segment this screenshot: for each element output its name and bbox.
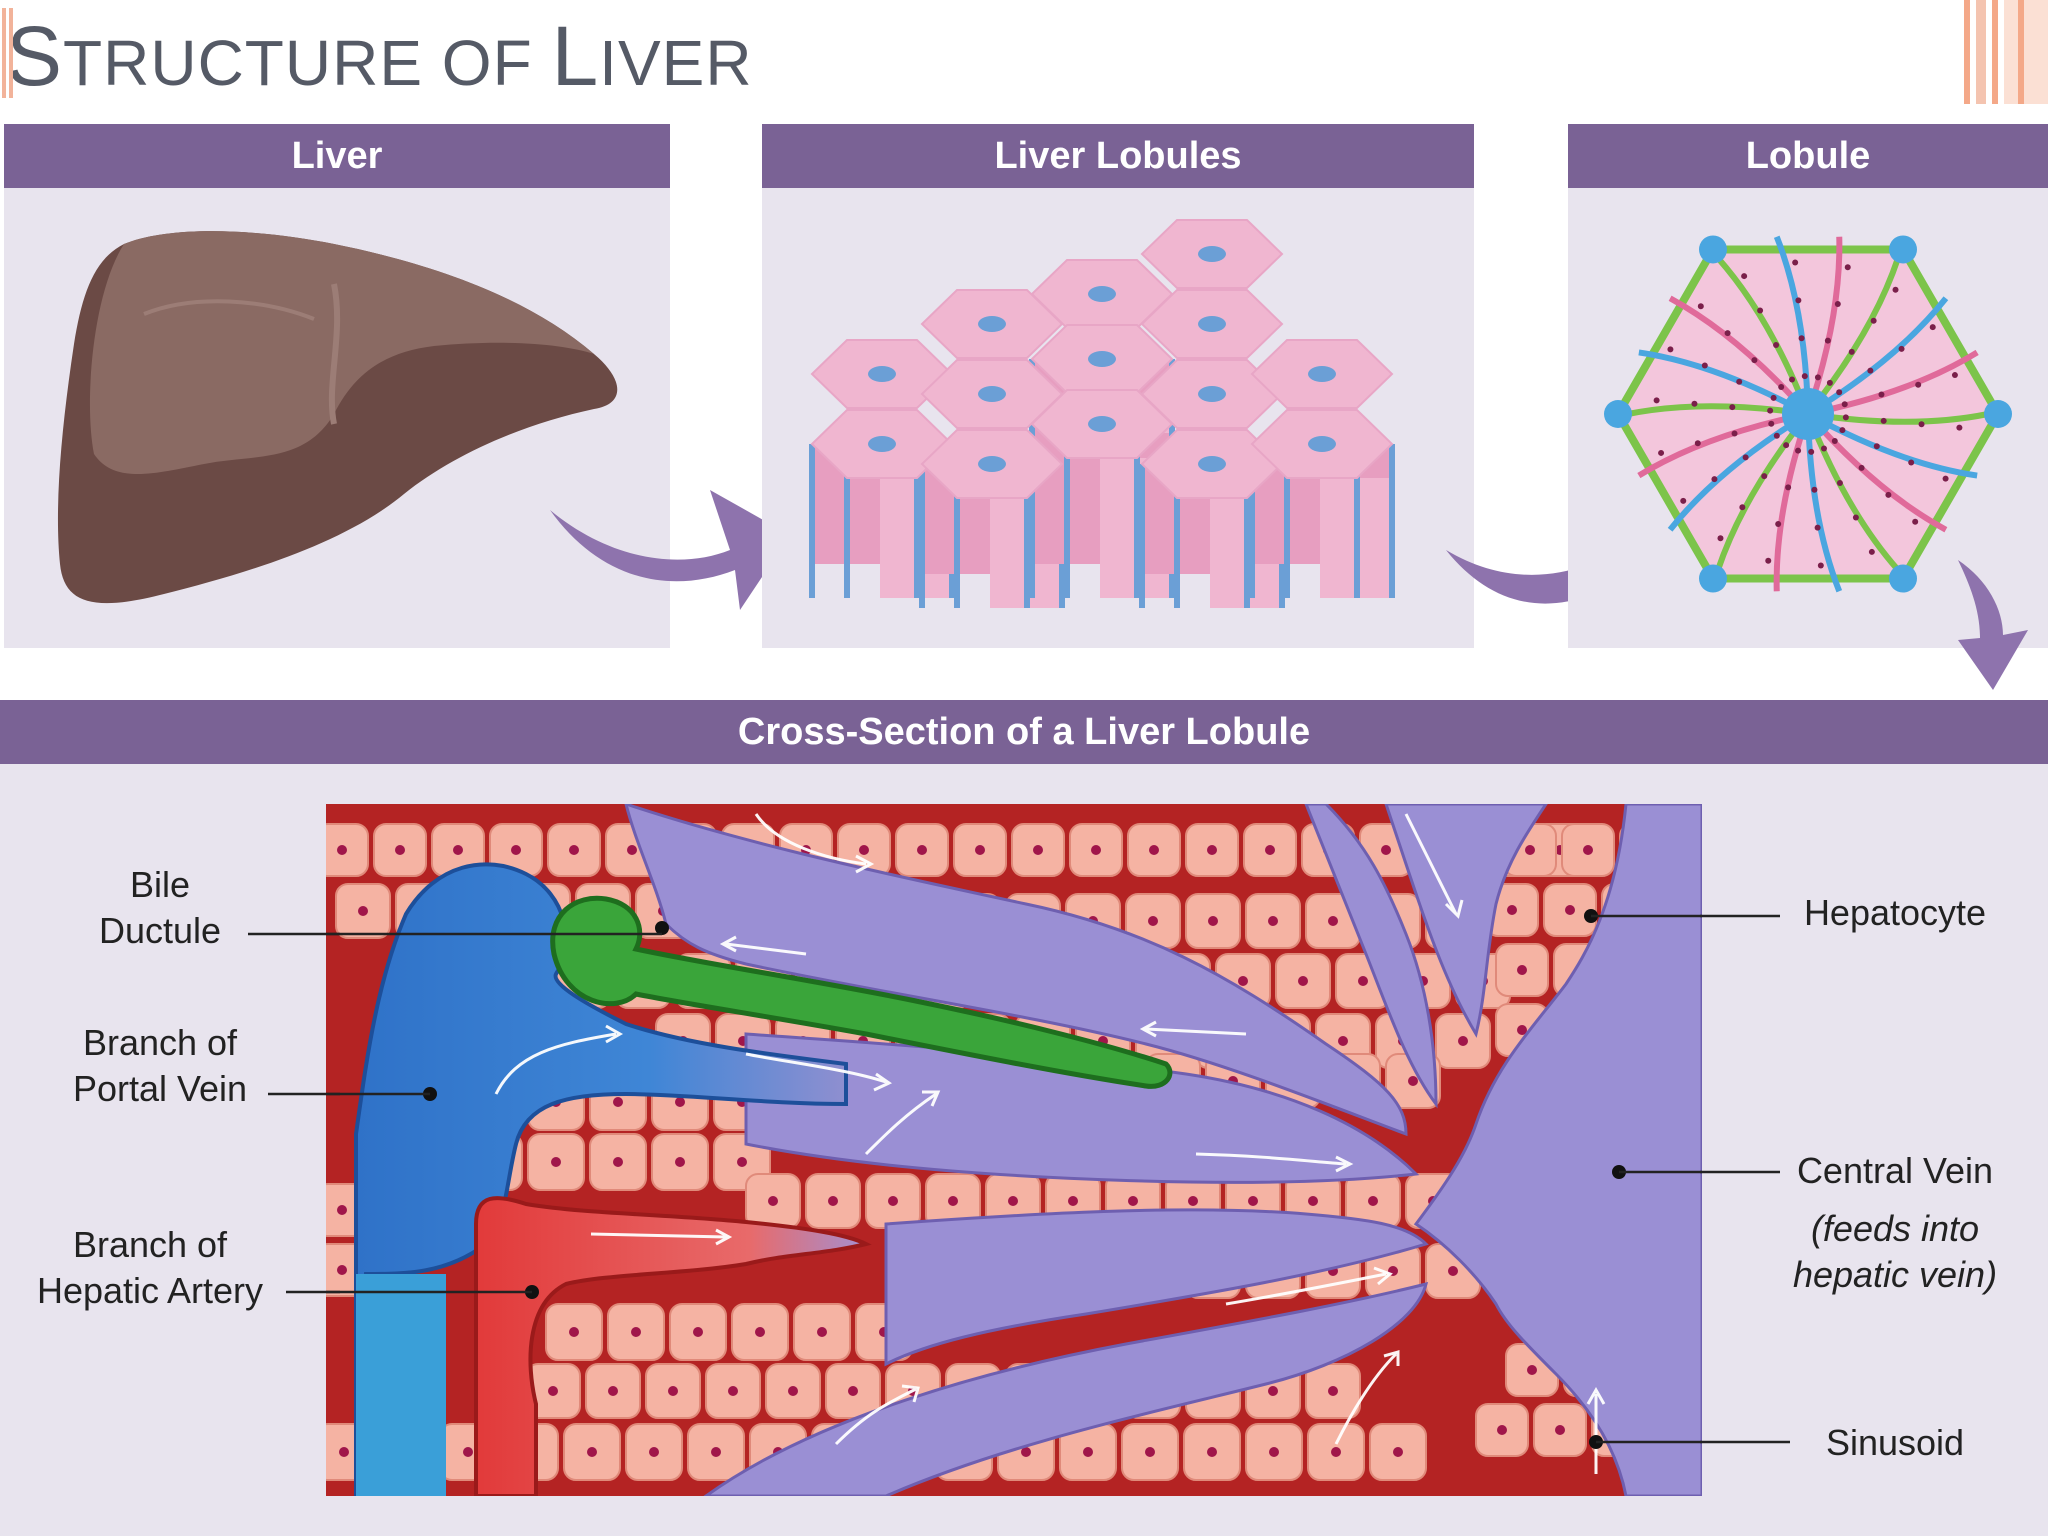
liver-lobules-panel: Liver Lobules [762,124,1474,648]
hepatocyte [547,823,601,877]
hepatocyte [687,1423,745,1481]
cross-section-panel-title: Cross-Section of a Liver Lobule [0,700,2048,764]
lobule-illustration [1604,235,2012,593]
title-initial-2: L [551,9,600,103]
hepatocyte [1307,1423,1365,1481]
hepatocyte [1543,883,1597,937]
title-part-2: IVER [599,27,753,99]
hepatocyte [1183,1423,1241,1481]
central-vein [1413,804,1702,1496]
hepatocyte [1127,823,1181,877]
hepatocyte [326,823,369,877]
lobule-hexagon [1140,289,1284,359]
hepatocyte [1369,1423,1427,1481]
liver-organ-illustration [57,231,618,604]
hepatocyte-label: Hepatocyte [1803,892,1987,933]
hepatocyte [793,1303,851,1361]
left-decoration [2,8,13,98]
hepatocyte [1011,823,1065,877]
central-vein-note: (feeds into hepatic vein) [1780,1206,2010,1298]
bile-ductule [550,895,1173,1089]
hepatocyte [373,823,427,877]
sinusoid-label: Sinusoid [1825,1422,1965,1463]
hepatocyte [1561,823,1615,877]
hepatocyte [589,1133,647,1191]
hepatocyte [825,1363,881,1419]
hepatocyte [1185,823,1239,877]
hepatocyte [545,1303,603,1361]
lobules-illustration [809,219,1395,608]
lobule-hexagon [920,289,1064,359]
corner-decoration [1964,0,2048,104]
hepatocyte [1185,893,1241,949]
hepatocyte [765,1363,821,1419]
hepatic-artery-label-line2: Hepatic Artery [36,1270,264,1311]
hepatocyte [865,1173,921,1229]
lobule-hexagon [1140,219,1284,289]
flow-arrows [494,813,1606,1474]
flow-arrow-3 [1958,560,2028,690]
hepatocyte [335,883,391,939]
hepatocyte [645,1363,701,1419]
right-leader-lines [1700,914,1790,1444]
page-title: STRUCTURE OF LIVER [6,8,753,105]
hepatic-artery-label-line1: Branch of [72,1224,228,1265]
hepatocyte [1121,1423,1179,1481]
hepatocyte [651,1133,709,1191]
hepatocyte [585,1363,641,1419]
lobule-hexagon [1250,339,1394,409]
bile-ductule-label: Bile Ductule [60,862,260,954]
hepatocyte [1305,1363,1361,1419]
liver-lobules-panel-title: Liver Lobules [762,124,1474,188]
lobule-panel-title: Lobule [1568,124,2048,188]
bile-ductule-label-line1: Bile [129,864,191,905]
portal-vein-label: Branch of Portal Vein [50,1020,270,1112]
liver-panel-title: Liver [4,124,670,188]
hepatocyte [1069,823,1123,877]
hepatocyte [625,1423,683,1481]
hepatocyte [925,1173,981,1229]
hepatocyte [563,1423,621,1481]
hepatocyte [1435,1013,1491,1069]
hepatocyte [805,1173,861,1229]
liver-panel: Liver [4,124,670,648]
hepatocyte [1245,1423,1303,1481]
portal-vein-branch [354,862,848,1496]
left-leader-lines [248,932,340,1294]
lobule-hexagon [1030,259,1174,329]
hepatocyte [953,823,1007,877]
hepatocyte [1475,1403,1529,1457]
hepatocyte [745,1173,801,1229]
hepatocyte [705,1363,761,1419]
hepatocyte [669,1303,727,1361]
lobule-hexagon-detail [1604,235,2012,593]
hepatocyte [1275,953,1331,1009]
portal-vein-label-line2: Portal Vein [72,1068,248,1109]
title-initial-1: S [6,9,64,103]
bile-ductule-label-line2: Ductule [98,910,222,951]
lobule-panel: Lobule [1568,124,2048,648]
title-part-1: TRUCTURE OF [63,27,552,99]
central-vein-label: Central Vein [1796,1150,1994,1191]
lobule-hexagon [1250,409,1394,479]
hepatocyte [1533,1403,1587,1457]
central-vein-note-line1: (feeds into [1810,1208,1980,1249]
hepatic-artery-branch [474,1196,872,1496]
hepatocyte [731,1303,789,1361]
hepatocyte [527,1133,585,1191]
lobule-hexagon [1030,389,1174,459]
hepatocyte [1245,893,1301,949]
hepatocyte [607,1303,665,1361]
hepatocyte [1243,823,1297,877]
hepatocyte [1495,943,1549,997]
portal-vein-label-line1: Branch of [82,1022,238,1063]
hepatocyte [525,1363,581,1419]
hepatocyte [431,823,485,877]
flow-arrow-1 [550,490,790,610]
lobule-hexagon [920,429,1064,499]
central-vein-note-line2: hepatic vein) [1792,1254,1998,1295]
hepatic-artery-label: Branch of Hepatic Artery [20,1222,280,1314]
hepatocyte [895,823,949,877]
cross-section-illustration [326,804,1702,1496]
